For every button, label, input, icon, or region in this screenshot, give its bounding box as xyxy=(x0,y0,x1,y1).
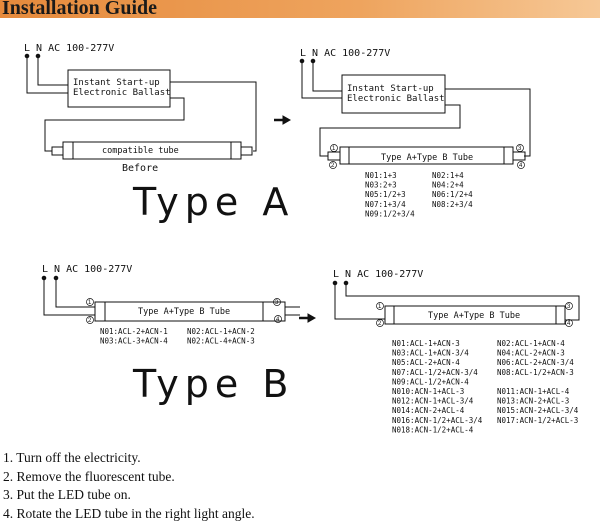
pin-2: 2 xyxy=(88,318,92,324)
wiring-code: N01:ACL-1+ACN-3 xyxy=(392,339,460,348)
arrow-icon xyxy=(274,115,292,125)
pin-1: 1 xyxy=(332,146,336,152)
wiring-code: N012:ACN-1+ACL-3/4 xyxy=(392,397,474,406)
type-a-codes: N01:1+3N03:2+3N05:1/2+3N07:1+3/4N09:1/2+… xyxy=(365,171,473,218)
wiring-code: N07:1+3/4 xyxy=(365,200,406,209)
power-label: L N AC 100-277V xyxy=(42,264,132,275)
wiring-code: N015:ACN-2+ACL-3/4 xyxy=(497,406,579,415)
pin-3: 3 xyxy=(567,304,571,310)
wiring-code: N014:ACN-2+ACL-4 xyxy=(392,406,465,415)
wiring-code: N04:2+4 xyxy=(432,181,464,190)
instruction-steps: 1. Turn off the electricity. 2. Remove t… xyxy=(3,449,255,524)
step-4: 4. Rotate the LED tube in the right ligh… xyxy=(3,506,255,522)
tube-cap xyxy=(51,146,64,156)
pin-2: 2 xyxy=(378,321,382,327)
step-2: 2. Remove the fluorescent tube. xyxy=(3,468,175,484)
type-a-title: Type A xyxy=(132,180,294,224)
wiring-code: N06:1/2+4 xyxy=(432,190,473,199)
ballast-text: Electronic Ballast xyxy=(73,88,171,98)
type-b-right-codes: N01:ACL-1+ACN-3N03:ACL-1+ACN-3/4N05:ACL-… xyxy=(392,339,579,434)
wiring-code: N04:ACL-2+ACN-3 xyxy=(497,349,565,358)
pin-1: 1 xyxy=(88,300,92,306)
wiring-code: N08:ACL-1/2+ACN-3 xyxy=(497,368,574,377)
tube-label: Type A+Type B Tube xyxy=(138,307,230,317)
wiring-code: N06:ACL-2+ACN-3/4 xyxy=(497,358,574,367)
arrow-icon xyxy=(299,313,317,323)
pin-4: 4 xyxy=(567,321,571,327)
power-label: L N AC 100-277V xyxy=(300,48,390,59)
wiring-code: N03:2+3 xyxy=(365,181,397,190)
wiring-code: N02:ACL-1+ACN-2 xyxy=(187,327,255,336)
power-label: L N AC 100-277V xyxy=(24,43,114,54)
type-b-title: Type B xyxy=(132,362,294,406)
wiring-code: N09:ACL-1/2+ACN-4 xyxy=(392,377,469,386)
led-tube xyxy=(339,146,514,165)
tube-label: compatible tube xyxy=(102,146,179,156)
before-caption: Before xyxy=(122,163,158,174)
ballast-text: Electronic Ballast xyxy=(347,94,445,104)
pin-3: 3 xyxy=(518,146,522,152)
wiring-code: N018:ACN-1/2+ACL-4 xyxy=(392,425,474,434)
compatible-tube xyxy=(62,141,242,160)
wiring-code: N016:ACN-1/2+ACL-3/4 xyxy=(392,416,483,425)
tube-cap xyxy=(240,146,253,156)
ballast-box xyxy=(341,74,446,114)
power-label: L N AC 100-277V xyxy=(333,269,423,280)
wiring-code: N03:ACL-3+ACN-4 xyxy=(100,337,168,346)
wiring-code: N09:1/2+3/4 xyxy=(365,209,415,218)
pin-4: 4 xyxy=(519,163,523,169)
diagram-type-b-left: L N AC 100-277V Type A+Type B Tube 1 2 3… xyxy=(41,264,300,346)
diagram-type-a: L N AC 100-277V Instant Start-up Electro… xyxy=(299,48,531,218)
wiring-code: N01:ACL-2+ACN-1 xyxy=(100,327,168,336)
diagram-before: L N AC 100-277V Instant Start-up Electro… xyxy=(24,43,257,174)
wiring-code: N017:ACN-1/2+ACL-3 xyxy=(497,416,578,425)
led-tube xyxy=(384,305,566,325)
wiring-code: N02:1+4 xyxy=(432,171,464,180)
pin-2: 2 xyxy=(331,163,335,169)
header-bar: Installation Guide xyxy=(0,0,600,19)
ballast-box xyxy=(67,69,171,108)
step-3: 3. Put the LED tube on. xyxy=(3,487,131,503)
ballast-text: Instant Start-up xyxy=(347,84,434,94)
wiring-code: N010:ACN-1+ACL-3 xyxy=(392,387,464,396)
wiring-code: N05:ACL-2+ACN-4 xyxy=(392,358,460,367)
wiring-code: N02:ACL-4+ACN-3 xyxy=(187,337,255,346)
wiring-code: N05:1/2+3 xyxy=(365,190,406,199)
pin-4: 4 xyxy=(276,317,280,323)
tube-label: Type A+Type B Tube xyxy=(381,153,473,163)
page-title: Installation Guide xyxy=(2,0,158,19)
wiring-code: N011:ACN-1+ACL-4 xyxy=(497,387,570,396)
ballast-text: Instant Start-up xyxy=(73,78,160,88)
wiring-code: N08:2+3/4 xyxy=(432,200,473,209)
led-tube xyxy=(94,301,286,322)
step-1: 1. Turn off the electricity. xyxy=(3,450,141,465)
wiring-code: N01:1+3 xyxy=(365,171,397,180)
pin-1: 1 xyxy=(378,304,382,310)
wiring-code: N02:ACL-1+ACN-4 xyxy=(497,339,565,348)
diagram-type-b-right: L N AC 100-277V Type A+Type B Tube 1 2 3… xyxy=(332,269,580,434)
pin-3: 3 xyxy=(275,300,279,306)
tube-label: Type A+Type B Tube xyxy=(428,311,520,321)
wiring-code: N03:ACL-1+ACN-3/4 xyxy=(392,349,469,358)
wiring-code: N013:ACN-2+ACL-3 xyxy=(497,397,569,406)
wiring-code: N07:ACL-1/2+ACN-3/4 xyxy=(392,368,478,377)
